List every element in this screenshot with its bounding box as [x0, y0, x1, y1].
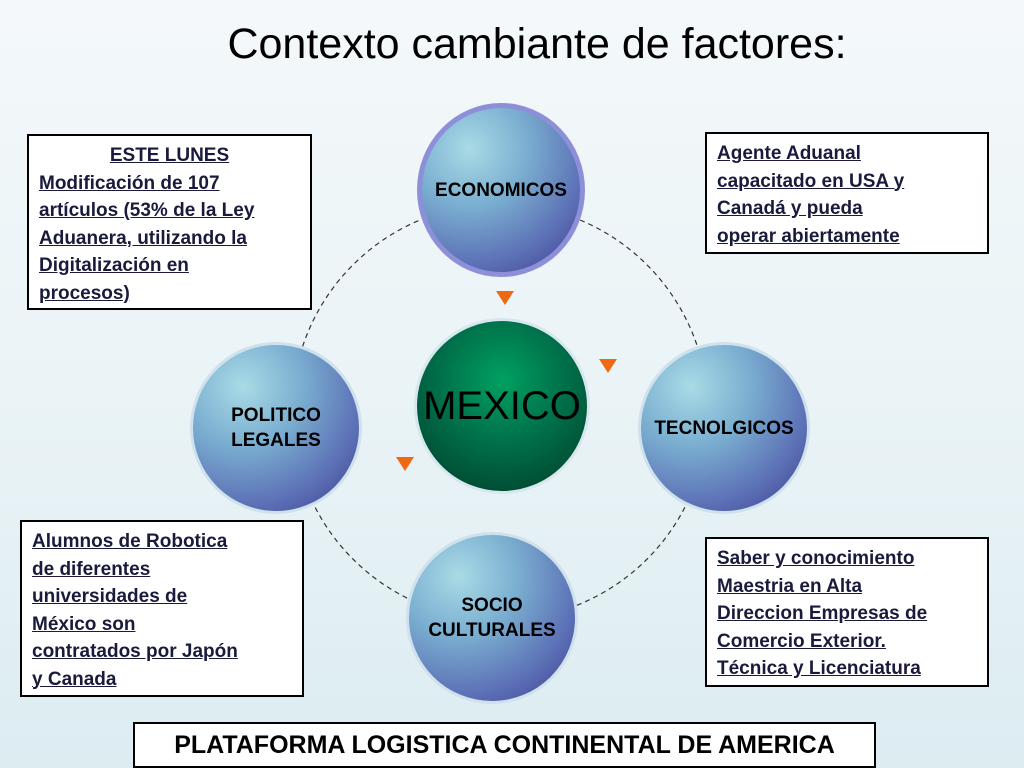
arrow-down-icon: [599, 359, 617, 373]
center-node-label: MEXICO: [423, 383, 581, 428]
note-bottom-left: Alumnos de Robotica de diferentes univer…: [20, 520, 304, 697]
node-tecnologicos-label: TECNOLGICOS: [654, 417, 794, 439]
node-economicos: ECONOMICOS: [417, 103, 585, 277]
arrow-down-icon: [496, 291, 514, 305]
node-economicos-label: ECONOMICOS: [435, 179, 567, 201]
node-tecnologicos: TECNOLGICOS: [638, 342, 810, 514]
note-top-left: ESTE LUNES Modificación de 107 artículos…: [27, 134, 312, 310]
note-bottom-right: Saber y conocimiento Maestria en Alta Di…: [705, 537, 989, 687]
footer-banner: PLATAFORMA LOGISTICA CONTINENTAL DE AMER…: [133, 722, 876, 768]
node-politico-legales-label: POLITICO LEGALES: [231, 405, 321, 451]
footer-banner-label: PLATAFORMA LOGISTICA CONTINENTAL DE AMER…: [174, 730, 835, 759]
node-politico-legales: POLITICO LEGALES: [190, 342, 362, 514]
node-socio-culturales-label: SOCIO CULTURALES: [428, 595, 556, 641]
page-title: Contexto cambiante de factores:: [227, 20, 847, 68]
note-top-right: Agente Aduanal capacitado en USA y Canad…: [705, 132, 989, 254]
node-socio-culturales: SOCIO CULTURALES: [406, 532, 578, 704]
center-node-mexico: MEXICO: [414, 318, 590, 494]
arrow-down-icon: [396, 457, 414, 471]
